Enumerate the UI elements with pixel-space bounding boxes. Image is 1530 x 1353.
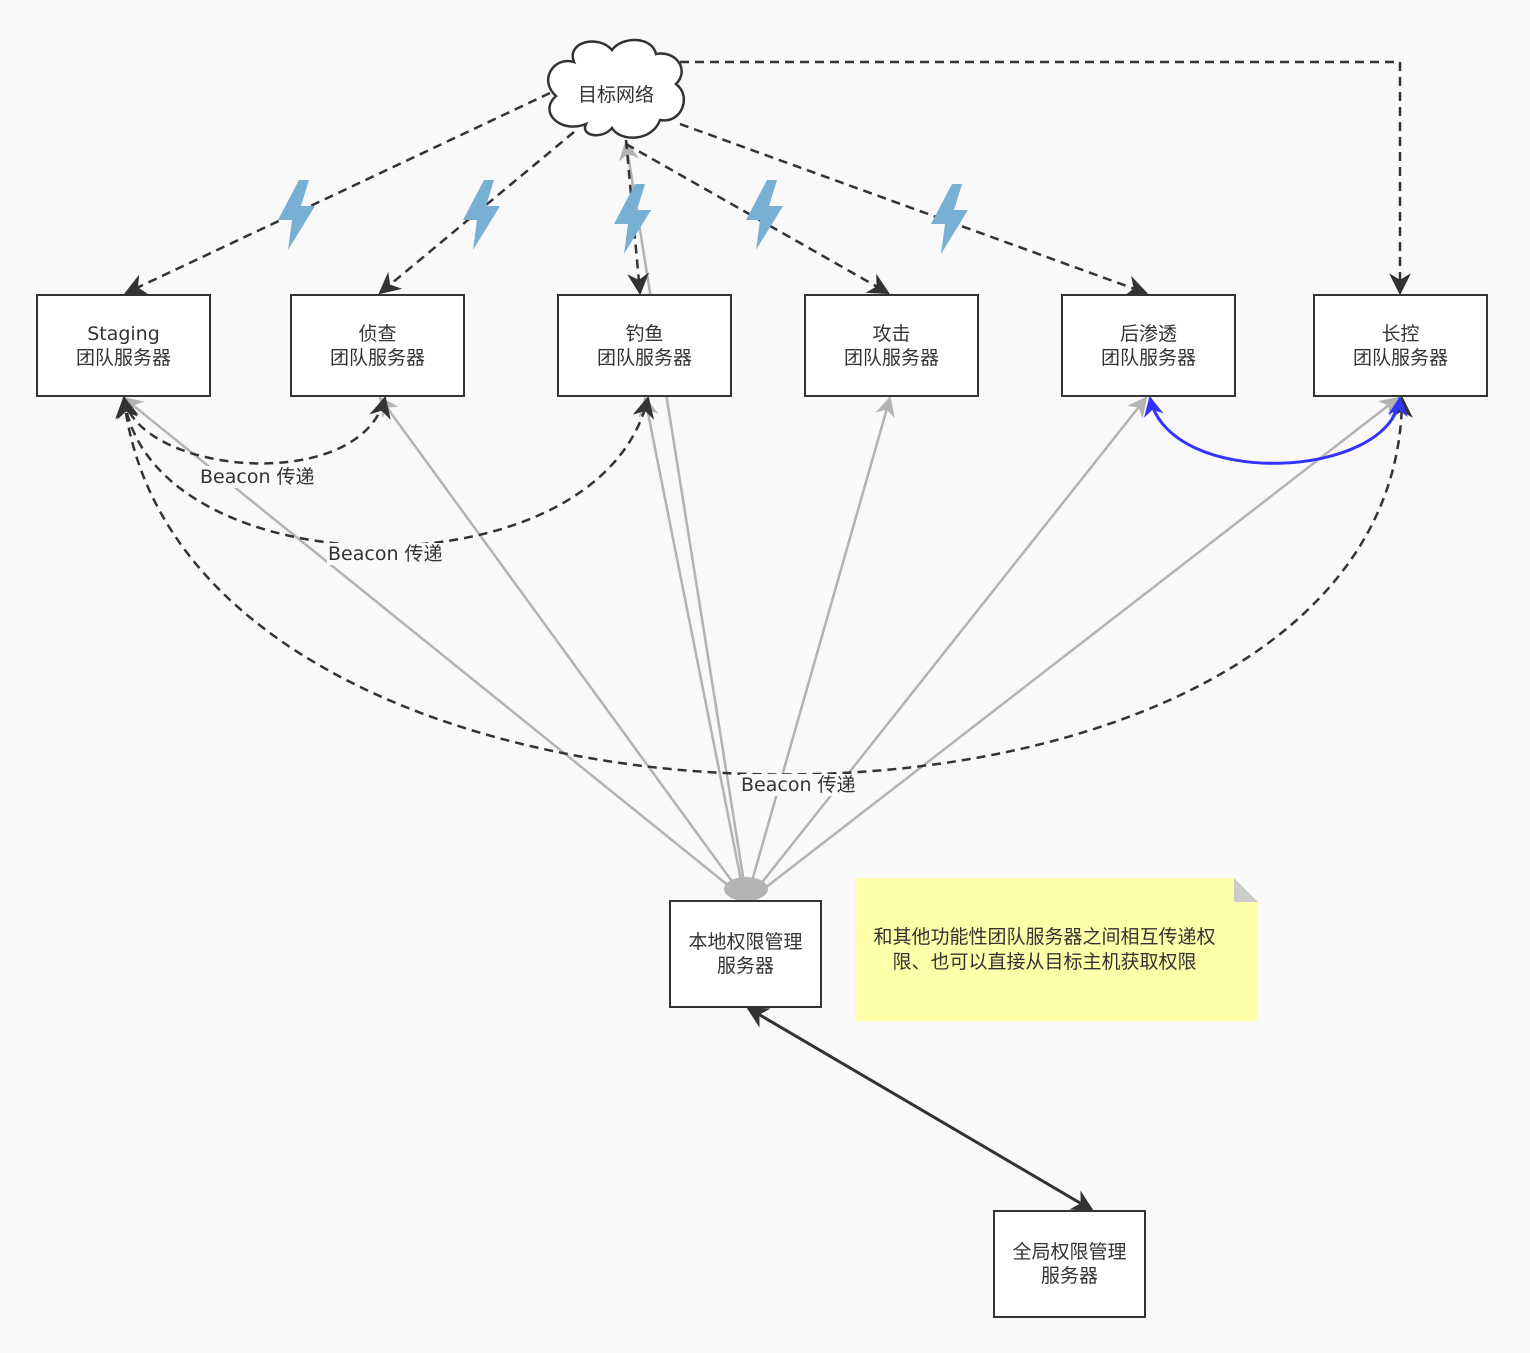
server-staging-name: Staging bbox=[87, 322, 160, 345]
local-arrow-cluster bbox=[724, 877, 768, 901]
server-long-term[interactable]: 长控 团队服务器 bbox=[1313, 294, 1488, 397]
server-phishing-type: 团队服务器 bbox=[596, 346, 692, 369]
edge-cloud-to-longterm bbox=[680, 60, 1411, 296]
local-manager-line1: 本地权限管理 bbox=[688, 931, 803, 953]
server-phishing-name: 钓鱼 bbox=[625, 322, 664, 345]
local-manager-line2: 服务器 bbox=[716, 955, 774, 977]
beacon-staging-to-recon bbox=[117, 395, 391, 465]
server-recon[interactable]: 侦查 团队服务器 bbox=[290, 294, 465, 397]
server-post-exploitation[interactable]: 后渗透 团队服务器 bbox=[1061, 294, 1236, 397]
edge-cloud-to-postex bbox=[679, 122, 1149, 297]
edge-local-to-attack bbox=[746, 396, 895, 896]
beacon-label-phishing: Beacon 传递 bbox=[327, 543, 444, 565]
lightning-bolt-icon bbox=[931, 184, 968, 254]
server-post-exploitation-type: 团队服务器 bbox=[1100, 346, 1196, 369]
global-permission-manager[interactable]: 全局权限管理 服务器 bbox=[993, 1210, 1146, 1318]
beacon-label-long-term: Beacon 传递 bbox=[740, 774, 857, 796]
edge-local-global bbox=[746, 1006, 1094, 1212]
server-post-exploitation-name: 后渗透 bbox=[1119, 322, 1177, 345]
cloud-icon bbox=[546, 38, 686, 139]
note-fold bbox=[1234, 878, 1258, 902]
lightning-bolt-icon bbox=[746, 180, 783, 250]
lightning-bolt-icon bbox=[463, 180, 500, 250]
server-recon-type: 团队服务器 bbox=[329, 346, 425, 369]
server-attack-type: 团队服务器 bbox=[843, 346, 939, 369]
global-manager-line1: 全局权限管理 bbox=[1012, 1241, 1127, 1263]
edge-cloud-to-staging bbox=[124, 91, 551, 295]
server-staging[interactable]: Staging 团队服务器 bbox=[36, 294, 211, 397]
cloud-dashed-edges bbox=[124, 60, 1411, 297]
edge-local-to-recon bbox=[378, 396, 744, 896]
server-attack[interactable]: 攻击 团队服务器 bbox=[804, 294, 979, 397]
note-box: 和其他功能性团队服务器之间相互传递权限、也可以直接从目标主机获取权限 bbox=[855, 878, 1234, 1021]
local-permission-manager[interactable]: 本地权限管理 服务器 bbox=[669, 900, 822, 1008]
server-attack-name: 攻击 bbox=[872, 322, 911, 345]
edge-local-to-postex bbox=[751, 396, 1148, 896]
beacon-label-recon: Beacon 传递 bbox=[199, 466, 316, 488]
lightning-bolt-icon bbox=[614, 184, 651, 254]
server-phishing[interactable]: 钓鱼 团队服务器 bbox=[557, 294, 732, 397]
edge-postex-to-longterm bbox=[1144, 396, 1408, 465]
global-manager-line2: 服务器 bbox=[1040, 1265, 1098, 1287]
lightning-bolt-icon bbox=[278, 180, 315, 250]
server-long-term-name: 长控 bbox=[1381, 322, 1420, 345]
note-text: 和其他功能性团队服务器之间相互传递权限、也可以直接从目标主机获取权限 bbox=[873, 925, 1216, 973]
target-network-label: 目标网络 bbox=[578, 84, 655, 106]
edge-local-to-phishing bbox=[638, 396, 746, 896]
edge-local-to-longterm bbox=[755, 396, 1400, 896]
note-tail bbox=[1234, 902, 1258, 1021]
server-staging-type: 团队服务器 bbox=[75, 346, 171, 369]
edge-local-to-cloud bbox=[618, 140, 748, 896]
server-long-term-type: 团队服务器 bbox=[1352, 346, 1448, 369]
server-recon-name: 侦查 bbox=[358, 322, 397, 345]
